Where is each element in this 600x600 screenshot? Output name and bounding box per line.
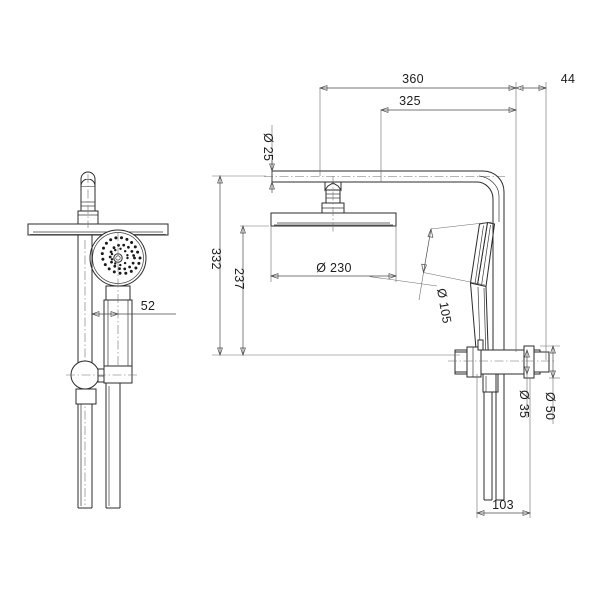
dimension-d50: Ø 50 [540, 344, 560, 424]
dim-label-237: 237 [232, 268, 246, 290]
dimension-d25: Ø 25 [261, 125, 275, 193]
dim-label-360: 360 [402, 72, 424, 86]
shower-arm-horizontal [264, 171, 505, 222]
dimension-103: 103 [475, 374, 532, 518]
dimension-52: 52 [90, 299, 176, 317]
dimension-360: 360 [318, 72, 518, 352]
dim-label-52: 52 [141, 299, 156, 313]
front-slider-bracket [66, 361, 138, 404]
dim-label-d105: Ø 105 [434, 287, 454, 324]
dimension-332: 332 [209, 174, 460, 357]
handheld-holder-bracket [448, 340, 556, 392]
dimension-d105: Ø 105 [369, 221, 493, 325]
dim-label-d230: Ø 230 [316, 261, 352, 275]
front-wall-plate [28, 224, 168, 235]
hose-descending [484, 374, 504, 500]
dim-label-325: 325 [399, 94, 421, 108]
dimension-44: 44 [514, 72, 576, 360]
dim-label-d35: Ø 35 [517, 390, 531, 418]
dimension-237: 237 [232, 224, 269, 357]
dim-label-332: 332 [209, 248, 223, 270]
spray-nozzle-pattern [100, 236, 142, 275]
vertical-rail [493, 222, 504, 352]
side-elevation-view [264, 171, 556, 500]
dimension-325: 325 [379, 94, 518, 182]
dim-label-d50: Ø 50 [543, 392, 557, 420]
dimension-d35: Ø 35 [517, 348, 531, 418]
dimension-set: 360 44 325 [209, 72, 575, 518]
dimension-d230: Ø 230 [269, 226, 398, 282]
dim-label-44: 44 [561, 72, 576, 86]
front-hose-pipes [78, 383, 120, 508]
dim-label-d25: Ø 25 [261, 133, 275, 161]
front-mixer-handle [78, 172, 98, 228]
front-elevation-view: 52 [28, 172, 176, 508]
dim-label-103: 103 [492, 498, 514, 512]
